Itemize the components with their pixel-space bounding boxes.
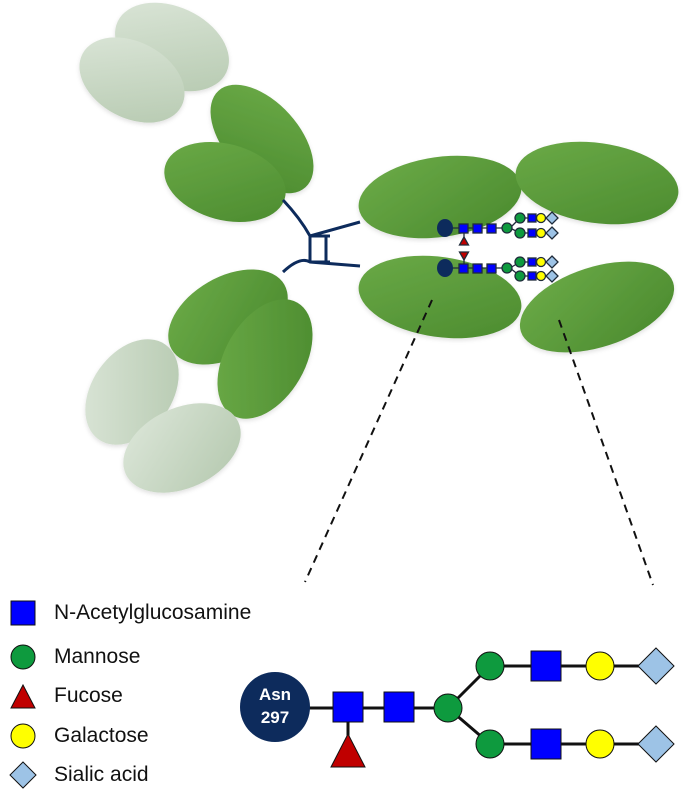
glcnac-square xyxy=(527,228,537,238)
mannose-circle xyxy=(501,222,513,234)
asn-297-node xyxy=(240,672,310,742)
fc-glycan-lower xyxy=(437,251,559,283)
legend-label: Sialic acid xyxy=(54,763,149,786)
mannose-circle xyxy=(514,227,526,239)
legend-label: Galactose xyxy=(54,724,149,747)
glcnac-square xyxy=(530,728,562,760)
glcnac-square xyxy=(486,263,497,274)
zoom-indicator-lines xyxy=(304,299,654,586)
lower-fab-arm xyxy=(85,269,313,493)
ch2-domain xyxy=(358,255,522,339)
yellow-circle-icon xyxy=(10,723,36,749)
legend-item-mannose: Mannose xyxy=(8,640,140,674)
blue-square-icon xyxy=(10,600,36,626)
fc-region xyxy=(358,141,679,353)
hinge-region xyxy=(281,198,361,274)
legend-label: N-Acetylglucosamine xyxy=(54,601,252,624)
mannose-circle xyxy=(501,262,513,274)
glcnac-square xyxy=(527,257,537,267)
mannose-circle xyxy=(433,693,463,723)
ch3-domain xyxy=(519,261,675,353)
sialic-acid-diamond xyxy=(637,725,675,763)
galactose-circle xyxy=(535,227,547,239)
sialic-acid-diamond xyxy=(545,269,559,283)
glcnac-square xyxy=(527,213,537,223)
mannose-circle xyxy=(514,212,526,224)
sialic-acid-diamond xyxy=(637,647,675,685)
legend-label: Fucose xyxy=(54,684,123,707)
glcnac-square xyxy=(383,691,415,723)
light-chain-domain xyxy=(79,37,185,123)
legend-item-glcnac: N-Acetylglucosamine xyxy=(8,596,251,630)
asn-node xyxy=(437,259,453,277)
legend-item-galactose: Galactose xyxy=(8,719,149,753)
upper-fab-arm xyxy=(79,2,314,223)
glcnac-square xyxy=(472,223,483,234)
asn-node xyxy=(437,219,453,237)
fucose-triangle xyxy=(330,732,366,768)
glcnac-square xyxy=(472,263,483,274)
glcnac-square xyxy=(458,263,469,274)
galactose-circle xyxy=(535,212,547,224)
light-chain-domain xyxy=(123,403,241,493)
sialic-acid-diamond xyxy=(545,211,559,225)
galactose-circle xyxy=(535,270,547,282)
mannose-circle xyxy=(514,256,526,268)
heavy-chain-domain xyxy=(210,84,314,194)
glcnac-square xyxy=(530,650,562,682)
fucose-triangle xyxy=(458,235,470,246)
mannose-circle xyxy=(475,729,505,759)
legend-label: Mannose xyxy=(54,645,141,668)
ch3-domain xyxy=(515,141,679,225)
sialic-acid-diamond xyxy=(545,226,559,240)
galactose-circle xyxy=(585,651,615,681)
asn-number-label: 297 xyxy=(261,708,289,727)
glcnac-square xyxy=(458,223,469,234)
red-triangle-icon xyxy=(10,683,36,709)
glcnac-square xyxy=(527,271,537,281)
sialic-acid-diamond xyxy=(545,255,559,269)
ch2-domain xyxy=(358,155,522,239)
green-circle-icon xyxy=(10,644,36,670)
legend-item-sialic-acid: Sialic acid xyxy=(8,758,149,792)
glcnac-square xyxy=(486,223,497,234)
heavy-chain-domain xyxy=(164,141,286,223)
glcnac-square xyxy=(332,691,364,723)
heavy-chain-domain xyxy=(217,299,313,419)
legend-item-fucose: Fucose xyxy=(8,679,123,713)
light-blue-diamond-icon xyxy=(9,761,37,789)
asn-label: Asn xyxy=(259,685,291,704)
fc-glycan-upper xyxy=(437,211,559,246)
galactose-circle xyxy=(535,256,547,268)
mannose-circle xyxy=(514,270,526,282)
fucose-triangle xyxy=(458,251,470,262)
mannose-circle xyxy=(475,651,505,681)
n-glycan-structure: Asn 297 xyxy=(240,647,675,768)
galactose-circle xyxy=(585,729,615,759)
